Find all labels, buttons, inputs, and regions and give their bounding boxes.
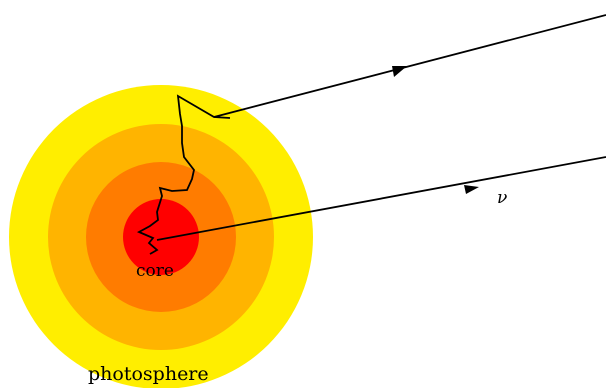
photon-escape-ray: [213, 14, 606, 118]
photon-random-walk: [136, 94, 231, 255]
neutrino-ray: [156, 156, 606, 241]
photosphere-label: photosphere: [88, 363, 209, 385]
photon-ray-arrowhead: [392, 66, 407, 77]
core-disk: [123, 199, 199, 275]
neutrino-ray-arrowhead: [464, 185, 479, 194]
neutrino-label: ν: [497, 188, 507, 208]
core-label: core: [136, 261, 174, 281]
